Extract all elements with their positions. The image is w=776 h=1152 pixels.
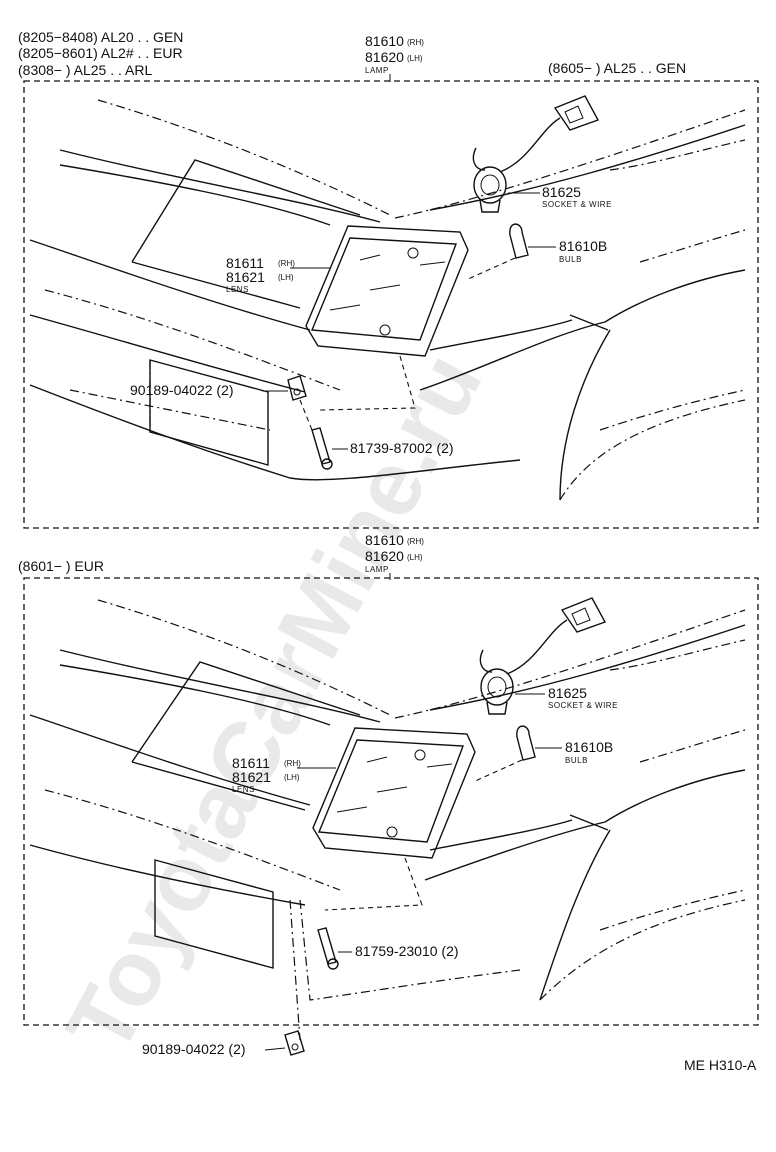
top-lens-caption: LENS (226, 285, 249, 294)
top-section: (8205−8408) AL20 . . GEN (8205−8601) AL2… (18, 29, 759, 529)
top-socket-caption: SOCKET & WIRE (542, 200, 612, 209)
bottom-section: 81610 (RH) 81620 (LH) LAMP (8601− ) EUR (18, 532, 759, 1073)
bottom-lens-caption: LENS (232, 785, 255, 794)
bottom-socket-num: 81625 (548, 685, 587, 701)
top-lamp-lh-tag: (LH) (407, 54, 423, 63)
bottom-bulb-graphic (472, 725, 536, 783)
bottom-lens-graphic (312, 727, 476, 859)
bottom-lens-rh-tag: (RH) (284, 759, 301, 768)
bottom-socket-graphic (479, 597, 607, 715)
top-applic-right: (8605− ) AL25 . . GEN (548, 60, 686, 76)
bottom-lens-lh-tag: (LH) (284, 773, 300, 782)
top-lamp-rh: 81610 (365, 33, 404, 49)
top-applic-2: (8205−8601) AL2# . . EUR (18, 45, 183, 61)
diagram-code: ME H310-A (684, 1057, 757, 1073)
bottom-lamp-lh-tag: (LH) (407, 553, 423, 562)
top-lamp-lh: 81620 (365, 49, 404, 65)
bottom-lamp-rh: 81610 (365, 532, 404, 548)
bottom-socket-caption: SOCKET & WIRE (548, 701, 618, 710)
bottom-nut-graphic (284, 1030, 305, 1056)
top-bulb-graphic (465, 223, 529, 281)
bottom-applic: (8601− ) EUR (18, 558, 104, 574)
top-lens-rh: 81611 (226, 255, 264, 271)
bottom-bulb-caption: BULB (565, 756, 588, 765)
bottom-screw-label: 81759-23010 (2) (355, 943, 459, 959)
top-lamp-caption: LAMP (365, 66, 389, 75)
top-screw-graphic (311, 427, 333, 470)
top-lamp-rh-tag: (RH) (407, 38, 424, 47)
top-lens-rh-tag: (RH) (278, 259, 295, 268)
bottom-lamp-lh: 81620 (365, 548, 404, 564)
top-bulb-num: 81610B (559, 238, 607, 254)
top-nut-graphic (287, 375, 307, 401)
bottom-lens-lh: 81621 (232, 769, 271, 785)
top-lens-lh: 81621 (226, 269, 265, 285)
bottom-bulb-num: 81610B (565, 739, 613, 755)
top-bulb-caption: BULB (559, 255, 582, 264)
bottom-lamp-rh-tag: (RH) (407, 537, 424, 546)
top-socket-graphic (472, 95, 600, 213)
bottom-lens-rh: 81611 (232, 755, 270, 771)
top-applic-3: (8308− ) AL25 . . ARL (18, 62, 152, 78)
bottom-lamp-caption: LAMP (365, 565, 389, 574)
bottom-screw-graphic (317, 927, 339, 970)
top-lens-lh-tag: (LH) (278, 273, 294, 282)
top-socket-num: 81625 (542, 184, 581, 200)
top-screw-label: 81739-87002 (2) (350, 440, 454, 456)
top-applic-1: (8205−8408) AL20 . . GEN (18, 29, 183, 45)
top-lens-graphic (305, 225, 469, 357)
top-nut-label: 90189-04022 (2) (130, 382, 234, 398)
bottom-nut-label: 90189-04022 (2) (142, 1041, 246, 1057)
